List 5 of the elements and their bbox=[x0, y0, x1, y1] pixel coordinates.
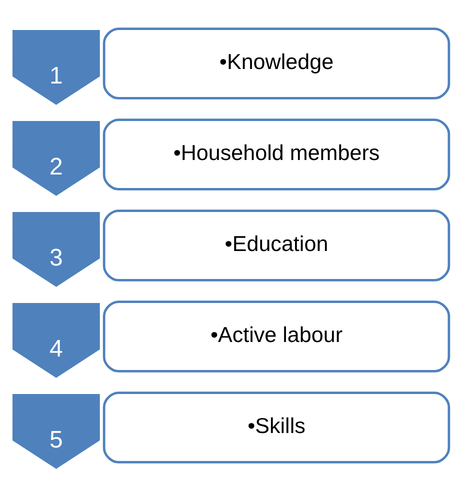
node-box: •Household members bbox=[102, 118, 450, 190]
node-box: •Knowledge bbox=[102, 28, 450, 100]
node-box: •Education bbox=[102, 210, 450, 282]
node-box: •Active labour bbox=[102, 300, 450, 372]
node-box: •Skills bbox=[102, 392, 450, 464]
